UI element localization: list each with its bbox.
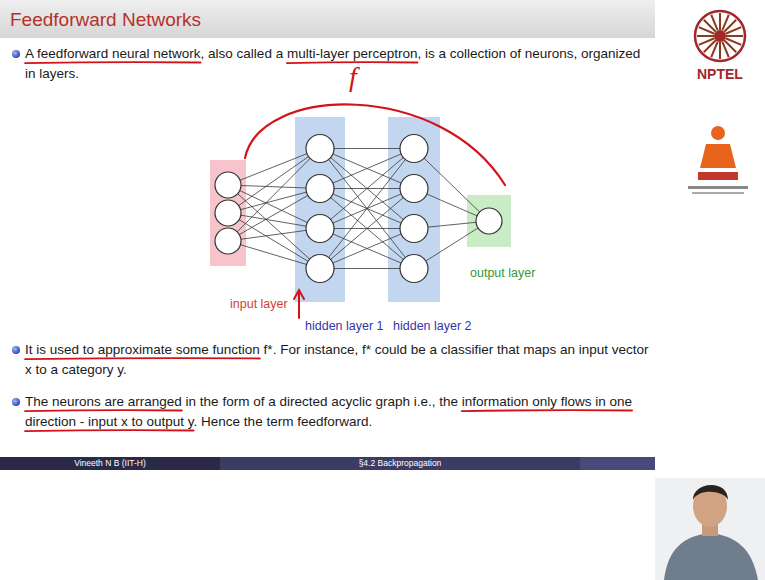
footer-text: Vineeth N B (IIT-H) [0, 457, 220, 470]
neuron [215, 228, 241, 254]
footer-bar [220, 457, 580, 470]
layer-fill [210, 160, 246, 266]
layer-band: hidden layer 2 [388, 117, 440, 302]
logo-spoke [722, 42, 729, 58]
logo-base [698, 172, 738, 180]
title-bar [0, 0, 655, 38]
presenter-face [693, 485, 727, 527]
logo-spoke [697, 35, 714, 37]
connection-line [320, 149, 414, 189]
neuron [306, 255, 334, 283]
iith-logo [688, 126, 748, 194]
layer-band: output layer [467, 195, 511, 247]
connection-line [320, 149, 414, 269]
handwritten-underline [25, 429, 194, 432]
layer-label: hidden layer 1 [305, 319, 384, 334]
logo-spoke [719, 42, 721, 59]
presenter-photo [655, 478, 765, 580]
handwritten-underline [25, 357, 260, 360]
handwritten-arc [245, 104, 505, 185]
logo-text-line [688, 186, 748, 189]
handwritten-annotation: f [349, 62, 357, 92]
neurons [215, 135, 502, 283]
logo-head [711, 126, 725, 140]
connection-line [320, 229, 414, 269]
bullet-marker [12, 346, 20, 354]
connection-line [320, 149, 414, 269]
bullet-marker [12, 398, 20, 406]
slide-title: Feedforward Networks [10, 9, 201, 31]
logo-rim [695, 11, 745, 61]
layer-fill [388, 117, 440, 302]
logo-spoke [711, 15, 718, 31]
nptel-logo [695, 11, 745, 61]
logo-spoke [726, 27, 742, 34]
handwritten-underline [462, 409, 632, 412]
neuron [306, 135, 334, 163]
neuron [400, 255, 428, 283]
connection-line [228, 213, 320, 269]
neuron [400, 175, 428, 203]
layer-label: input layer [230, 297, 288, 312]
logo-body [700, 144, 736, 168]
logo-spoke [726, 35, 743, 37]
footer-bar [580, 457, 655, 470]
neuron [306, 215, 334, 243]
handwritten-underline [25, 409, 182, 412]
footer-bar [0, 457, 220, 470]
connection-line [228, 149, 320, 186]
handwritten-underline [25, 61, 201, 64]
footer-text: §4.2 Backpropagation [220, 457, 580, 470]
logo-hub [714, 30, 726, 42]
connection-line [228, 149, 320, 214]
handwritten-arrow [294, 290, 304, 318]
neuron [400, 215, 428, 243]
presenter-hair [693, 485, 728, 500]
layer-fill [295, 117, 345, 302]
logo-spoke [719, 13, 721, 30]
logo-spoke [699, 38, 715, 45]
logo-text-line [692, 192, 744, 194]
neuron [476, 208, 502, 234]
connection-line [320, 229, 414, 269]
layer-label: hidden layer 2 [393, 319, 472, 334]
connection-line [320, 149, 414, 189]
layer-label: output layer [470, 266, 535, 281]
bullet-text: A feedforward neural network, also calle… [25, 44, 650, 84]
photo-background [655, 478, 765, 580]
layer-band: hidden layer 1 [295, 117, 345, 302]
network-connections [228, 149, 489, 269]
logo-text: NPTEL [697, 66, 743, 82]
neuron [306, 175, 334, 203]
layer-band: input layer [210, 160, 246, 266]
layer-fill [467, 195, 511, 247]
bullet-text: The neurons are arranged in the form of … [25, 392, 650, 432]
bullet-marker [12, 50, 20, 58]
neuron [400, 135, 428, 163]
neuron [215, 200, 241, 226]
bullet-text: It is used to approximate some function … [25, 340, 650, 380]
presenter-shirt [664, 533, 758, 580]
neuron [215, 172, 241, 198]
